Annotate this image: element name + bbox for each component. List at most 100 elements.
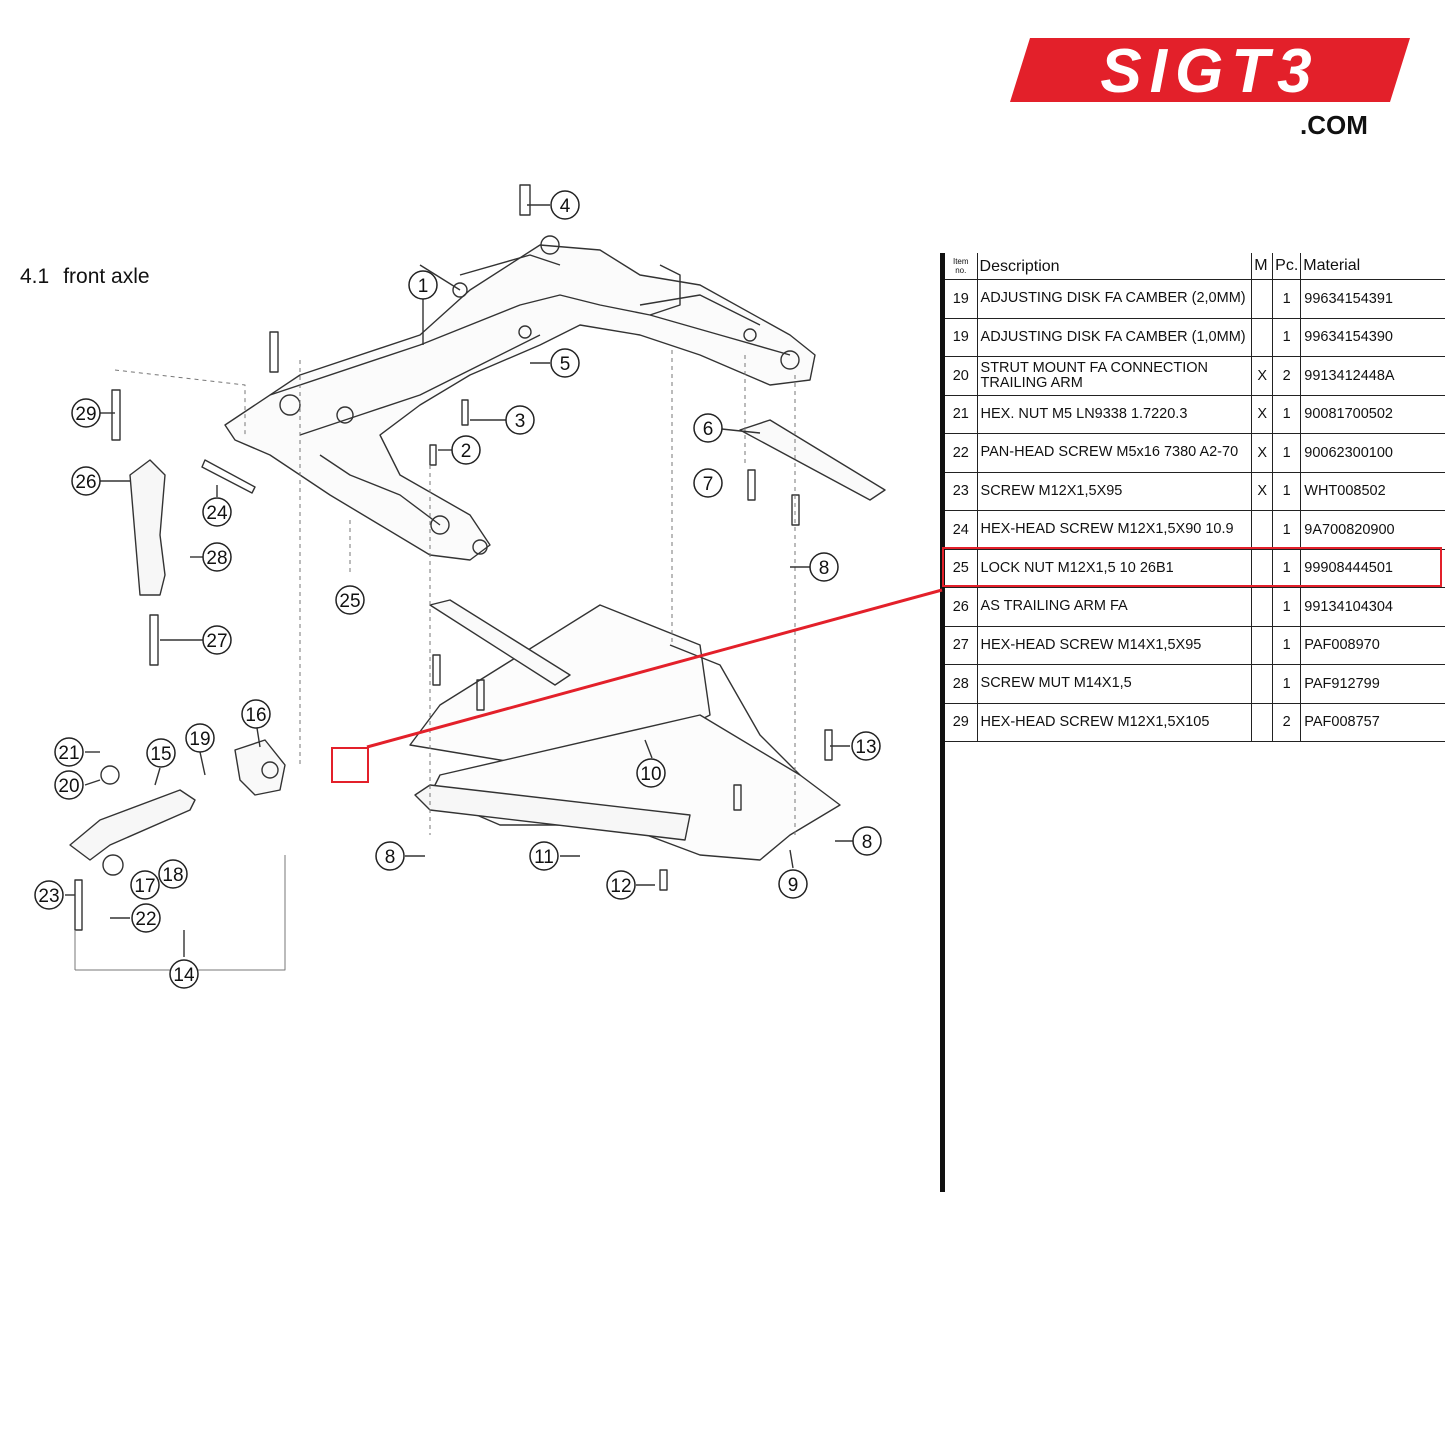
svg-text:8: 8 [862, 832, 873, 853]
cell-m [1251, 549, 1273, 588]
cell-material: PAF912799 [1300, 664, 1445, 704]
cell-item-no: 27 [940, 626, 978, 665]
cell-material: 90062300100 [1300, 433, 1445, 473]
svg-text:17: 17 [134, 876, 155, 897]
svg-text:27: 27 [206, 631, 227, 652]
highlighted-row-frame [942, 547, 1442, 587]
cell-material: PAF008757 [1300, 703, 1445, 742]
cell-pc: 1 [1272, 279, 1301, 319]
cell-material: 99908444501 [1300, 549, 1445, 588]
svg-text:22: 22 [135, 909, 156, 930]
svg-text:11: 11 [534, 847, 554, 868]
cell-pc: 1 [1272, 510, 1301, 550]
section-number: 4.1 [20, 265, 50, 288]
header-item-no: Item no. [940, 253, 978, 280]
svg-text:19: 19 [189, 729, 210, 750]
cell-item-no: 26 [940, 587, 978, 627]
svg-text:8: 8 [385, 847, 396, 868]
cell-pc: 2 [1272, 356, 1301, 396]
svg-text:3: 3 [515, 411, 526, 432]
svg-text:10: 10 [640, 764, 661, 785]
cell-m [1251, 318, 1273, 357]
cell-m [1251, 626, 1273, 665]
svg-text:25: 25 [339, 591, 360, 612]
cell-material: 90081700502 [1300, 395, 1445, 434]
svg-text:26: 26 [75, 472, 96, 493]
cell-pc: 2 [1272, 703, 1301, 742]
svg-text:1: 1 [418, 276, 429, 297]
svg-text:9: 9 [788, 875, 799, 896]
cell-m: X [1251, 356, 1273, 396]
cell-m [1251, 279, 1273, 319]
cell-description: HEX-HEAD SCREW M12X1,5X105 [976, 703, 1252, 742]
svg-text:24: 24 [206, 503, 228, 524]
svg-text:18: 18 [162, 865, 183, 886]
svg-text:8: 8 [819, 558, 830, 579]
header-m: M [1251, 253, 1273, 280]
cell-pc: 1 [1272, 433, 1301, 473]
cell-m: X [1251, 433, 1273, 473]
cell-material: PAF008970 [1300, 626, 1445, 665]
cell-m [1251, 664, 1273, 704]
cell-pc: 1 [1272, 664, 1301, 704]
header-material: Material [1300, 253, 1445, 280]
cell-description: PAN-HEAD SCREW M5x16 7380 A2-70 [976, 433, 1252, 473]
svg-text:29: 29 [75, 404, 96, 425]
cell-material: 9913412448A [1300, 356, 1445, 396]
cell-pc: 1 [1272, 587, 1301, 627]
cell-description: STRUT MOUNT FA CONNECTION TRAILING ARM [976, 356, 1252, 396]
svg-text:28: 28 [206, 548, 227, 569]
cell-description: HEX-HEAD SCREW M14X1,5X95 [976, 626, 1252, 665]
cell-item-no: 21 [940, 395, 978, 434]
svg-text:12: 12 [610, 876, 631, 897]
header-description: Description [976, 253, 1252, 280]
cell-m [1251, 703, 1273, 742]
cell-material: 99134104304 [1300, 587, 1445, 627]
cell-material: 9A700820900 [1300, 510, 1445, 550]
brand-logo: SIGT3 [1010, 37, 1410, 106]
cell-m [1251, 587, 1273, 627]
cell-item-no: 29 [940, 703, 978, 742]
section-name: front axle [63, 265, 150, 288]
cell-m: X [1251, 472, 1273, 511]
cell-item-no: 28 [940, 664, 978, 704]
cell-m [1251, 510, 1273, 550]
section-title: 4.1 front axle [20, 265, 150, 289]
cell-m: X [1251, 395, 1273, 434]
svg-text:16: 16 [245, 705, 266, 726]
cell-item-no: 20 [940, 356, 978, 396]
cell-pc: 1 [1272, 318, 1301, 357]
svg-text:4: 4 [560, 196, 571, 217]
cell-description: SCREW MUT M14X1,5 [976, 664, 1252, 704]
svg-text:13: 13 [855, 737, 876, 758]
highlighted-callout-frame [331, 747, 369, 783]
cell-item-no: 22 [940, 433, 978, 473]
logo-domain: .COM [1300, 110, 1368, 140]
cell-pc: 1 [1272, 472, 1301, 511]
svg-text:15: 15 [150, 744, 171, 765]
cell-description: AS TRAILING ARM FA [976, 587, 1252, 627]
table-header-row: Item no. Description M Pc. Material [940, 253, 1445, 280]
cell-item-no: 19 [940, 318, 978, 357]
cell-pc: 1 [1272, 626, 1301, 665]
svg-text:23: 23 [38, 886, 59, 907]
svg-text:6: 6 [703, 419, 714, 440]
svg-text:21: 21 [58, 743, 79, 764]
cell-pc: 1 [1272, 549, 1301, 588]
cell-item-no: 25 [940, 549, 978, 588]
svg-text:7: 7 [703, 474, 714, 495]
svg-text:2: 2 [461, 441, 472, 462]
